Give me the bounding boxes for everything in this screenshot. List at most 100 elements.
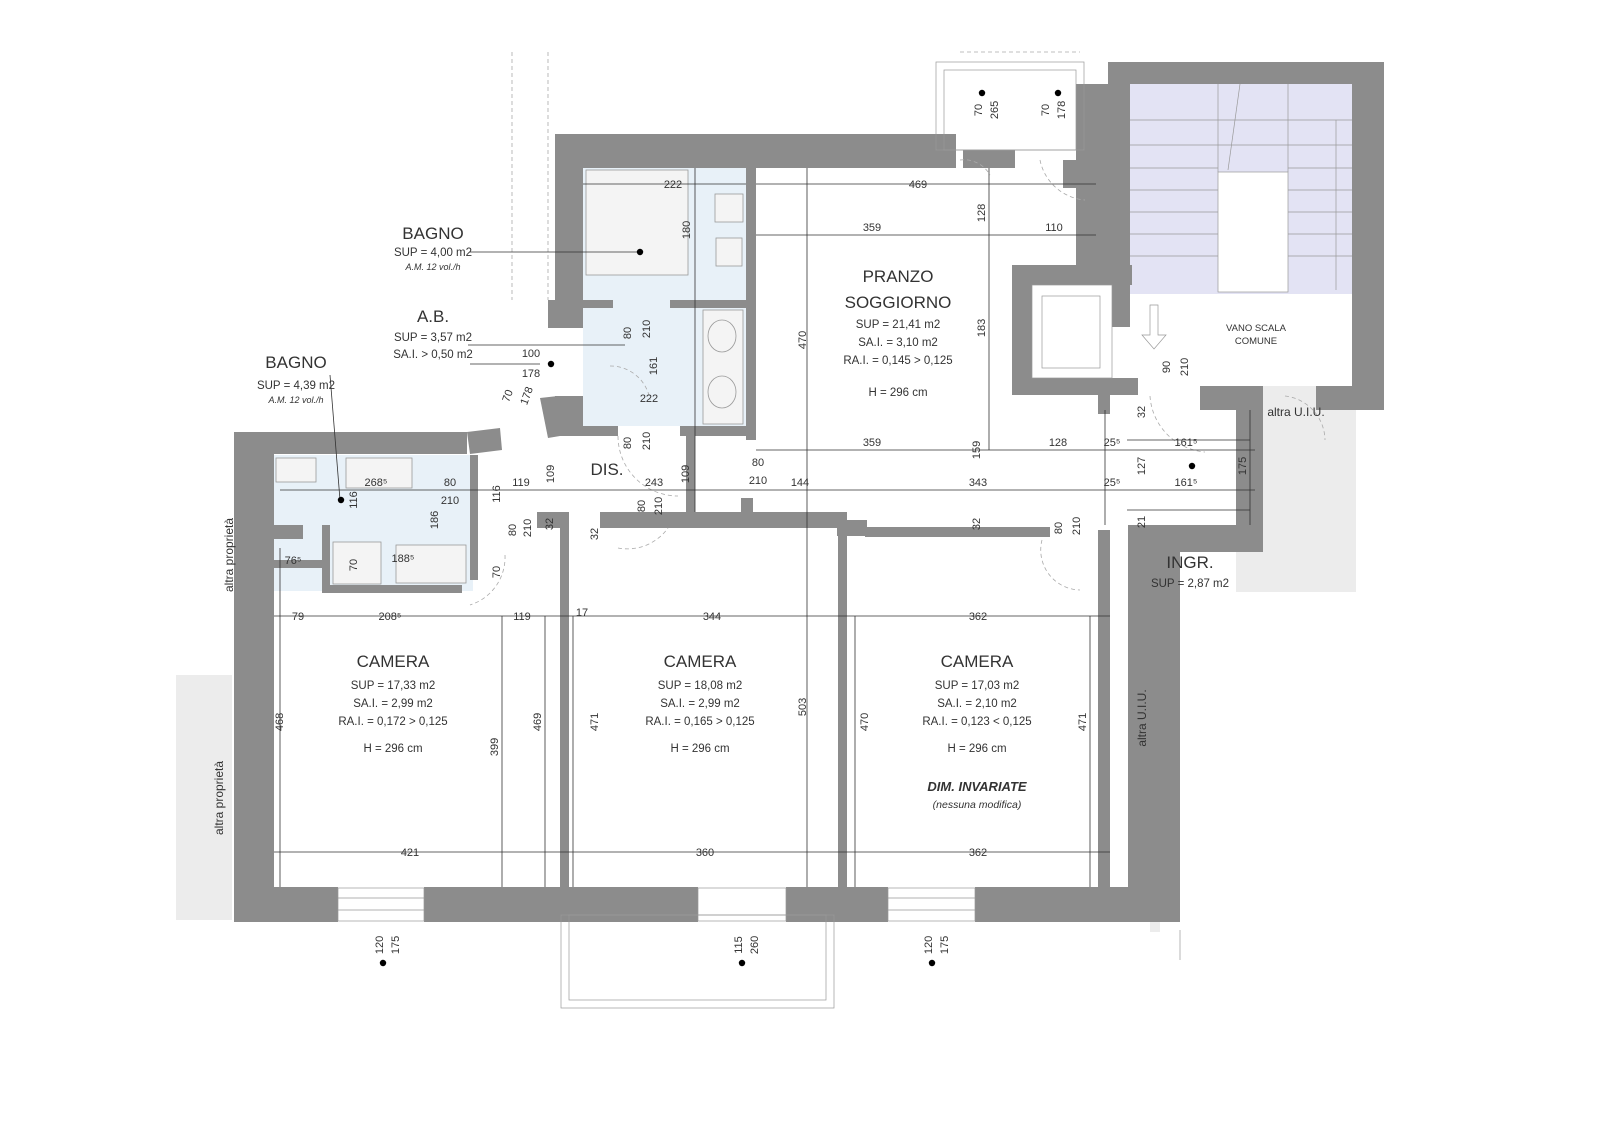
room-name: INGR. [1166, 553, 1213, 572]
neighbour-label-left-1: altra proprietà [222, 518, 236, 592]
window-sill-height: 120 [923, 936, 935, 954]
window-height: 260 [749, 936, 761, 954]
dim-label: 243 [645, 477, 663, 489]
dim-label: 469 [532, 713, 544, 731]
stair-flights [1031, 83, 1352, 379]
room-bagno-1: BAGNO SUP = 4,00 m2 A.M. 12 vol./h [394, 224, 472, 272]
dim-label: 17 [576, 607, 588, 619]
room-note-sub: (nessuna modifica) [933, 799, 1022, 811]
dim-label: 80 [752, 457, 764, 469]
dim-label: 183 [976, 319, 988, 337]
dim-label: 116 [491, 485, 503, 503]
dim-label: 25⁵ [1104, 477, 1121, 489]
dim-label: 210 [641, 320, 653, 338]
dim-label: 470 [859, 713, 871, 731]
room-name: DIS. [590, 460, 623, 479]
dim-label: 119 [513, 611, 531, 623]
dim-label: 210 [653, 497, 665, 515]
room-pranzo-soggiorno: PRANZO SOGGIORNO SUP = 21,41 m2 SA.I. = … [843, 267, 952, 399]
dim-label: 359 [863, 437, 881, 449]
window-height: 178 [1056, 101, 1068, 119]
dim-label: 210 [1071, 517, 1083, 535]
dim-label: 80 [1053, 522, 1065, 534]
door-swings [469, 159, 1326, 606]
dim-label: 79 [292, 611, 304, 623]
dim-label: 128 [976, 204, 988, 222]
neighbour-label-left-2: altra proprietà [212, 761, 226, 835]
dim-label: 471 [1077, 713, 1089, 731]
room-height: H = 296 cm [947, 743, 1006, 755]
room-area: SUP = 17,33 m2 [351, 680, 436, 692]
dim-label: 180 [681, 221, 693, 239]
dim-label: 208⁵ [379, 611, 402, 623]
room-area: SUP = 3,57 m2 [394, 332, 472, 344]
sanitary-fixtures [275, 169, 744, 585]
dim-label: 80 [622, 437, 634, 449]
dim-label: 80 [507, 524, 519, 536]
windows [337, 51, 1181, 1009]
dim-label: 362 [969, 847, 987, 859]
dim-label: 25⁵ [1104, 437, 1121, 449]
dim-label: 32 [589, 528, 601, 540]
room-area: SUP = 21,41 m2 [856, 319, 941, 331]
room-name-line2: SOGGIORNO [845, 293, 952, 312]
dim-label: 80 [622, 327, 634, 339]
dim-label: 421 [401, 847, 419, 859]
dim-label: 32 [971, 518, 983, 530]
dim-label: 127 [1136, 457, 1148, 475]
room-light-ratio: RA.I. = 0,145 > 0,125 [843, 355, 952, 367]
dim-label: 222 [640, 393, 658, 405]
room-bagno-2: BAGNO SUP = 4,39 m2 A.M. 12 vol./h [257, 353, 335, 405]
dim-label: 186 [429, 511, 441, 529]
room-area: SUP = 2,87 m2 [1151, 578, 1229, 590]
dim-label: 161⁵ [1175, 477, 1198, 489]
room-name: CAMERA [357, 652, 430, 671]
dim-label: 116 [348, 491, 360, 509]
dim-label: 268⁵ [365, 477, 388, 489]
dim-label: 469 [909, 179, 927, 191]
dim-label: 471 [589, 713, 601, 731]
room-name: CAMERA [664, 652, 737, 671]
room-area: SUP = 4,00 m2 [394, 247, 472, 259]
dim-label: 128 [1049, 437, 1067, 449]
room-ventilation: A.M. 12 vol./h [404, 262, 460, 272]
stair-label-line1: VANO SCALA [1226, 323, 1287, 334]
room-light-area: SA.I. = 2,10 m2 [937, 698, 1017, 710]
dim-label: 399 [489, 738, 501, 756]
room-light-ratio: RA.I. = 0,172 > 0,125 [338, 716, 447, 728]
room-height: H = 296 cm [868, 387, 927, 399]
window-height: 265 [989, 101, 1001, 119]
dim-label: 70 [348, 559, 360, 571]
dim-label: 175 [1237, 457, 1249, 475]
dim-label: 109 [545, 465, 557, 483]
room-area: SUP = 17,03 m2 [935, 680, 1020, 692]
window-sill-height: 70 [1040, 104, 1052, 116]
room-name-line1: PRANZO [863, 267, 934, 286]
window-height: 175 [390, 936, 402, 954]
dim-label: 222 [664, 179, 682, 191]
window-sill-height: 70 [973, 104, 985, 116]
window-sill-height: 115 [733, 936, 745, 954]
room-area: SUP = 4,39 m2 [257, 380, 335, 392]
room-ingr: INGR. SUP = 2,87 m2 [1151, 553, 1229, 590]
dim-label: 80 [636, 500, 648, 512]
dim-label: 109 [680, 465, 692, 483]
stair-label-line2: COMUNE [1235, 336, 1277, 347]
room-name: CAMERA [941, 652, 1014, 671]
dim-label: 210 [749, 475, 767, 487]
room-light-area: SA.I. = 2,99 m2 [353, 698, 433, 710]
room-light-area: SA.I. > 0,50 m2 [393, 349, 473, 361]
room-ab: A.B. SUP = 3,57 m2 SA.I. > 0,50 m2 [393, 307, 473, 361]
dim-label: 360 [696, 847, 714, 859]
dim-label: 119 [512, 477, 530, 489]
dim-label: 76⁵ [285, 555, 302, 567]
dim-label: 359 [863, 222, 881, 234]
dim-label: 144 [791, 477, 809, 489]
walls [234, 62, 1384, 922]
dim-label: 503 [797, 698, 809, 716]
room-area: SUP = 18,08 m2 [658, 680, 743, 692]
room-light-area: SA.I. = 3,10 m2 [858, 337, 938, 349]
room-height: H = 296 cm [363, 743, 422, 755]
room-height: H = 296 cm [670, 743, 729, 755]
dim-label: 70 [491, 566, 503, 578]
